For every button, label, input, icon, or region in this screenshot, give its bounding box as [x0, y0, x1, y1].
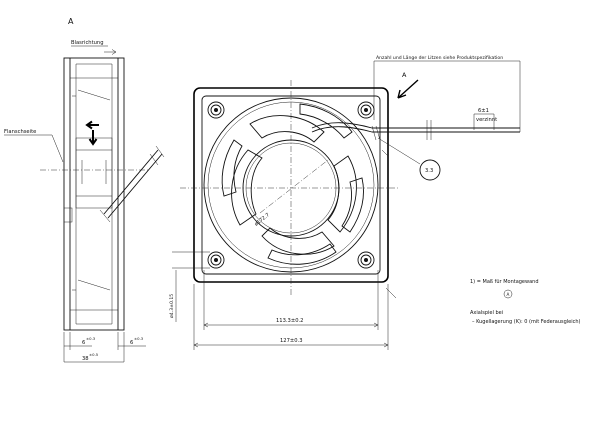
side-housing-outline: [63, 57, 125, 331]
dim-hole: ø4.3±0.15: [169, 294, 175, 318]
dim-width: 127±0.3: [280, 338, 303, 344]
leads-note: Anzahl und Länge der Litzen siehe Produk…: [376, 55, 503, 61]
lead-note: verzinnt: [476, 117, 497, 123]
view-arrow-icon: [397, 79, 419, 99]
footnote: 1) = Maß für Montagewand: [470, 279, 539, 285]
axial-line: – Kugellagerung (K): 0 (mit Federausglei…: [472, 319, 581, 325]
mounting-hole-bottom-left: [207, 251, 225, 269]
airflow-label: Blasrichtung: [71, 40, 104, 46]
flange-side-label: Flanschseite: [4, 129, 36, 135]
dim-flange-left-tol: ±0.3: [86, 336, 96, 341]
dim-depth: 38: [82, 356, 89, 362]
lead-dim: 6±1: [478, 108, 489, 114]
view-label-a: A: [68, 17, 74, 26]
dim-flange-left: 6: [82, 340, 85, 346]
balloon-label: 3.3: [425, 168, 433, 174]
side-view: A Blasrichtung Flanschseite: [4, 17, 165, 363]
side-hub: [75, 137, 113, 209]
flow-arrow-left-icon: [85, 120, 99, 130]
airflow-arrow-icon: [104, 49, 117, 55]
dim-depth-tol: ±0.5: [89, 352, 99, 357]
notes: 1) = Maß für Montagewand A Axialspiel be…: [470, 279, 581, 325]
dim-diameter: ø172.7: [254, 212, 271, 227]
dim-flange-right-tol: ±0.3: [134, 336, 144, 341]
mounting-hole-top-right: [357, 101, 375, 119]
flow-arrow-down-icon: [88, 130, 98, 146]
mounting-hole-bottom-right: [357, 251, 375, 269]
axial-title: Axialspiel bei: [470, 310, 503, 316]
view-arrow-label: A: [402, 71, 407, 79]
dim-flange-right: 6: [130, 340, 133, 346]
front-view: Anzahl und Länge der Litzen siehe Produk…: [169, 55, 521, 350]
mounting-hole-top-left: [207, 101, 225, 119]
dim-hole-spacing: 113.3±0.2: [276, 318, 303, 324]
footnote-symbol: A: [507, 292, 510, 297]
balloon-3-3: [419, 159, 441, 181]
